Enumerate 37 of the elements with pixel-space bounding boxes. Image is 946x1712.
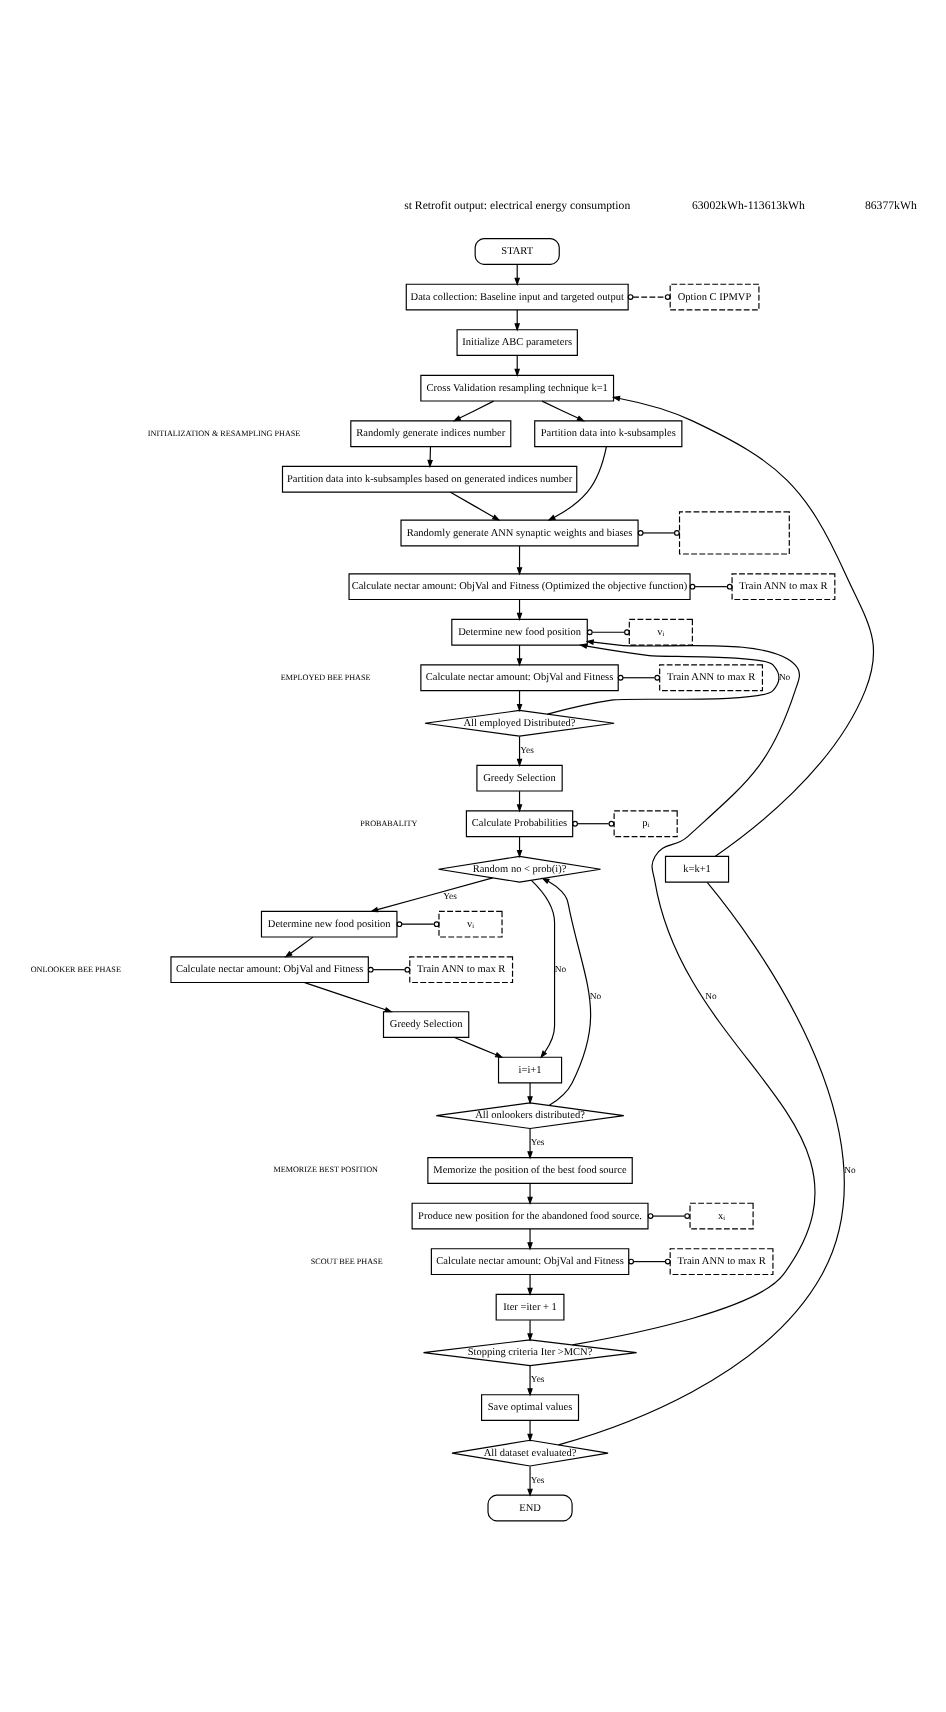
- arrow: [540, 399, 585, 421]
- connector: [556, 880, 844, 1445]
- arrow: [526, 1227, 532, 1250]
- arrow: [369, 876, 493, 912]
- connector: [395, 920, 439, 927]
- connector: [627, 1257, 670, 1264]
- arrow: [570, 638, 814, 1345]
- arrow: [448, 490, 500, 520]
- connector: [366, 965, 410, 972]
- arrow: [515, 735, 522, 767]
- arrow: [526, 1273, 532, 1295]
- arrow: [545, 642, 779, 714]
- arrow: [526, 1464, 532, 1496]
- arrow: [526, 1318, 532, 1341]
- arrow: [283, 935, 313, 957]
- arrow: [529, 878, 555, 1058]
- arrow: [526, 1364, 532, 1396]
- arrow: [610, 394, 874, 856]
- node-box: [677, 510, 789, 554]
- connector: [626, 293, 670, 299]
- arrow: [526, 1127, 532, 1159]
- arrow: [426, 445, 432, 468]
- connector: [646, 1212, 690, 1218]
- arrow: [303, 981, 392, 1012]
- connector: [636, 529, 679, 535]
- arrow: [451, 399, 494, 421]
- arrow: [515, 544, 522, 575]
- connector: [585, 628, 629, 635]
- connector: [571, 819, 614, 826]
- connector: [688, 582, 732, 589]
- arrow: [546, 444, 606, 520]
- arrow: [452, 1035, 503, 1057]
- arrow: [526, 1081, 532, 1104]
- arrow: [526, 1418, 532, 1441]
- arrow: [526, 1181, 532, 1204]
- arrow: [540, 876, 591, 1105]
- connector: [616, 673, 660, 680]
